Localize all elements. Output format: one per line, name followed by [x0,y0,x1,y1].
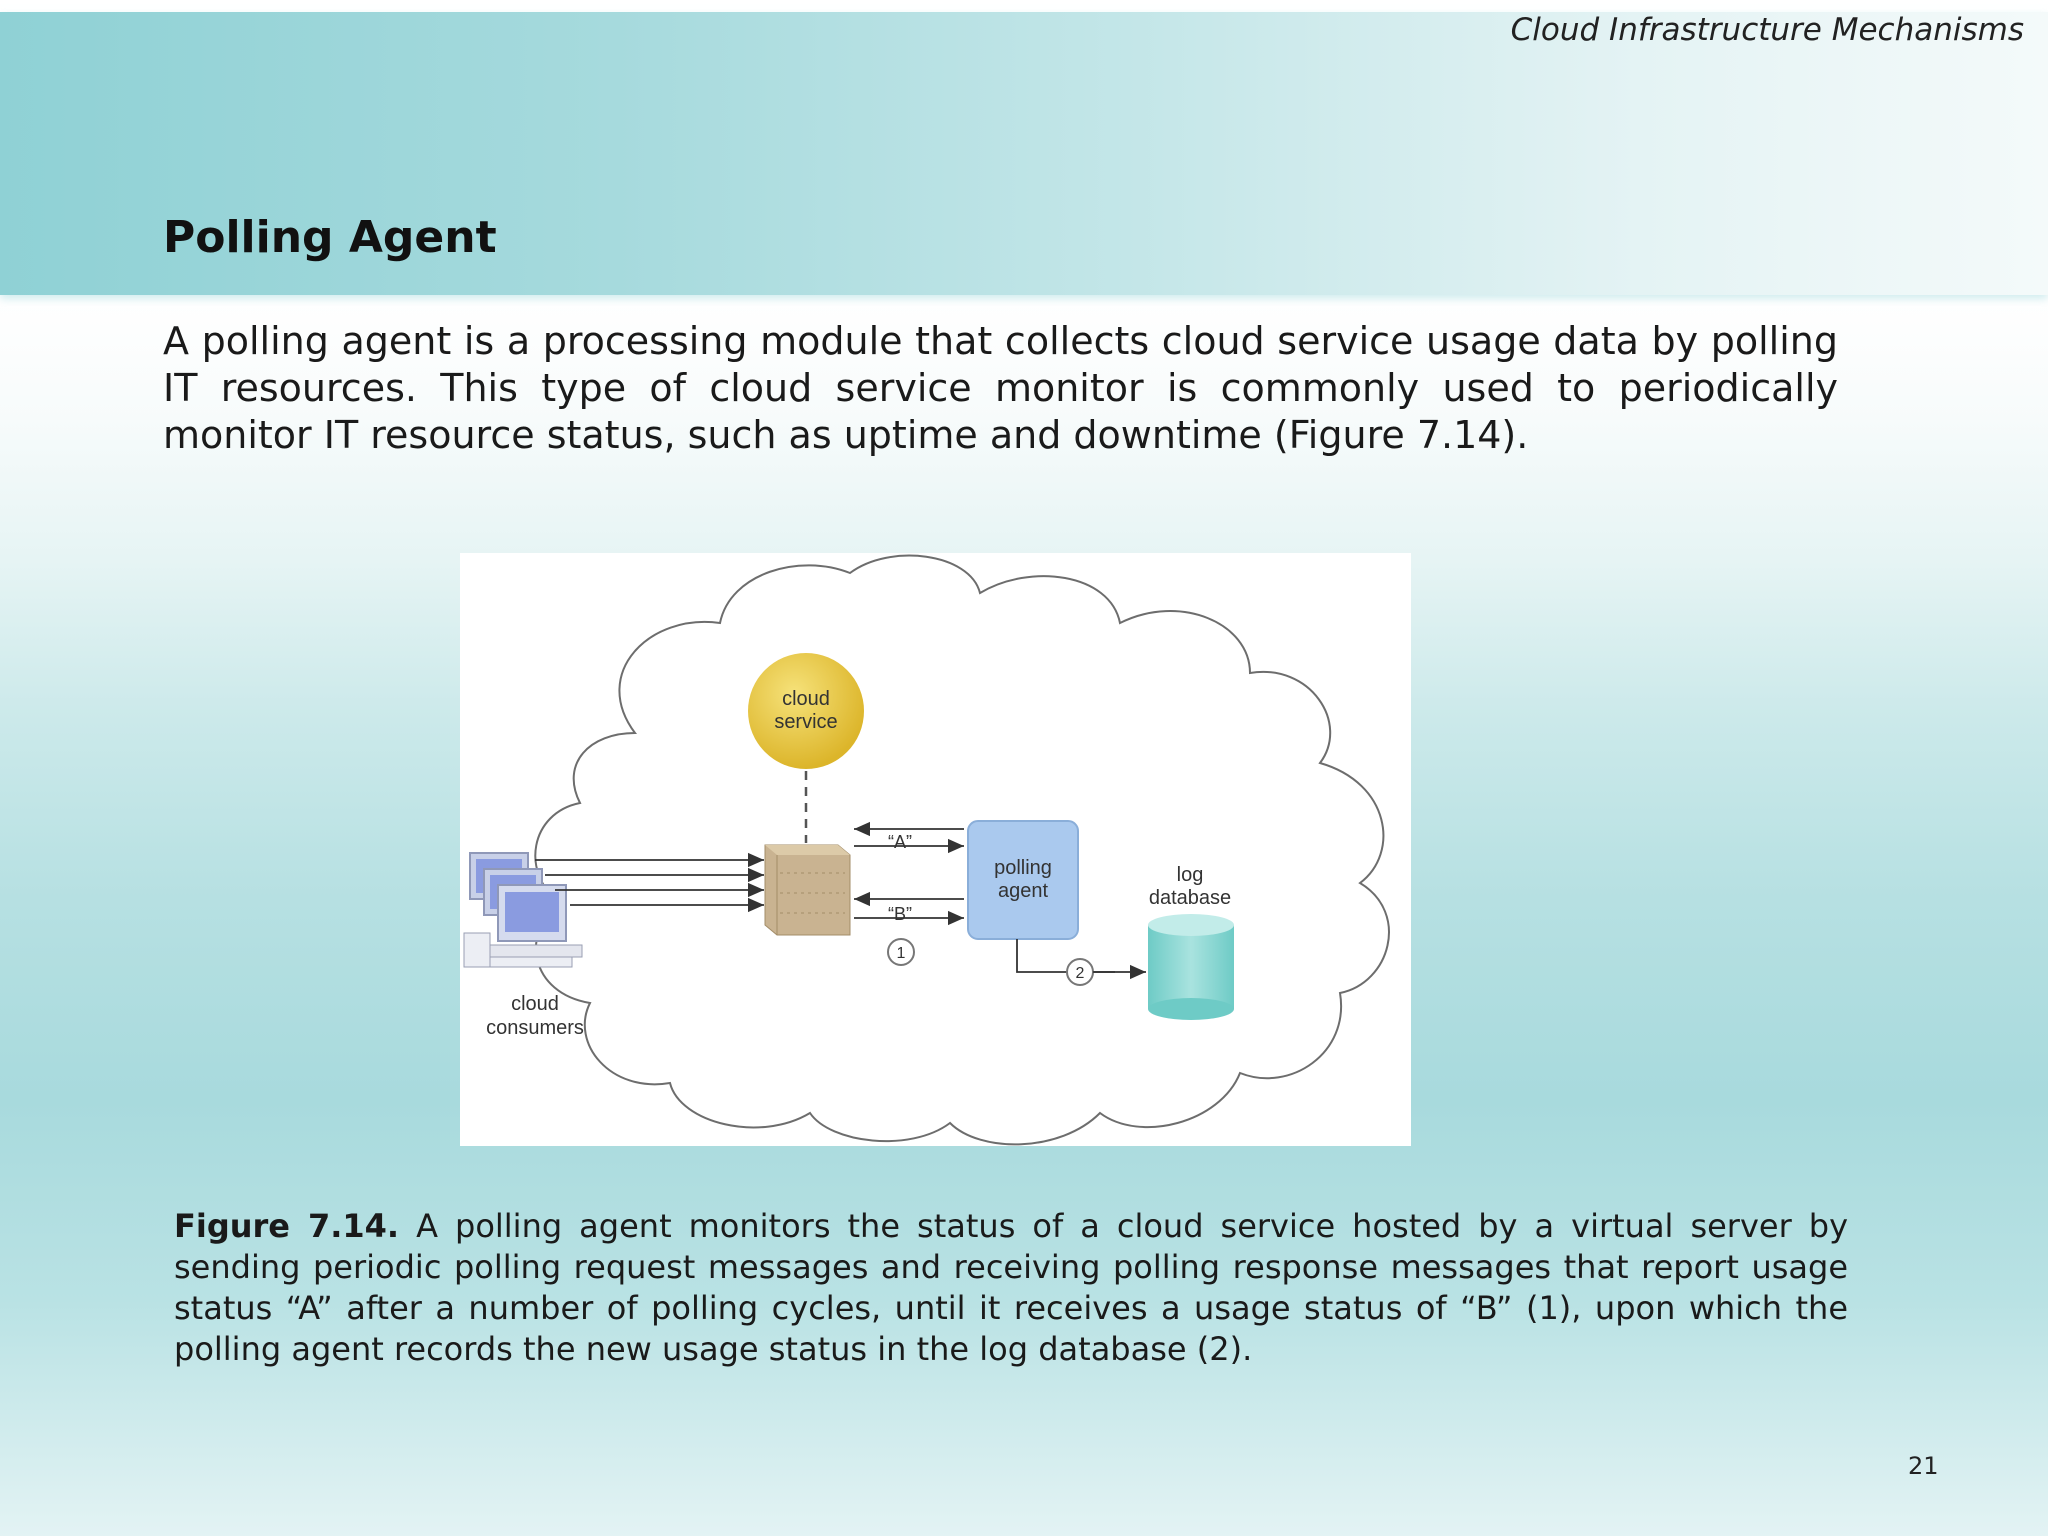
cloud-service-label-2: service [774,711,837,733]
log-database-label-2: database [1149,887,1231,909]
cloud-consumers-icon [463,852,583,968]
section-header: Cloud Infrastructure Mechanisms [1510,12,2024,48]
cloud-service-label-1: cloud [782,688,830,710]
page-title: Polling Agent [163,212,497,263]
log-database-label-1: log [1177,864,1204,886]
step-1-label: 1 [897,945,906,962]
status-b-label: “B” [888,904,912,924]
figure-caption: Figure 7.14. A polling agent monitors th… [174,1206,1848,1370]
polling-agent-label-1: polling [994,857,1052,879]
polling-agent-box [967,820,1079,940]
figure-caption-text: A polling agent monitors the status of a… [174,1207,1849,1368]
log-database-icon [1148,914,1234,1020]
figure-caption-label: Figure 7.14. [174,1207,400,1245]
status-a-label: “A” [888,832,912,852]
page-number: 21 [1908,1452,1939,1480]
polling-agent-label-2: agent [998,880,1048,902]
cloud-boundary [534,554,1390,1146]
polling-agent-diagram: cloud service cloud consumers [463,554,1390,1146]
title-banner [0,12,2048,295]
step-2-label: 2 [1076,965,1085,982]
cloud-service-sphere [748,653,864,769]
virtual-server-icon [764,844,851,936]
cloud-consumers-label-1: cloud [511,993,559,1015]
top-strip [0,0,2048,12]
cloud-consumers-label-2: consumers [486,1017,584,1039]
intro-paragraph: A polling agent is a processing module t… [163,319,1838,457]
step-1-marker [887,938,915,966]
figure-7-14: cloud service cloud consumers [460,553,1411,1146]
